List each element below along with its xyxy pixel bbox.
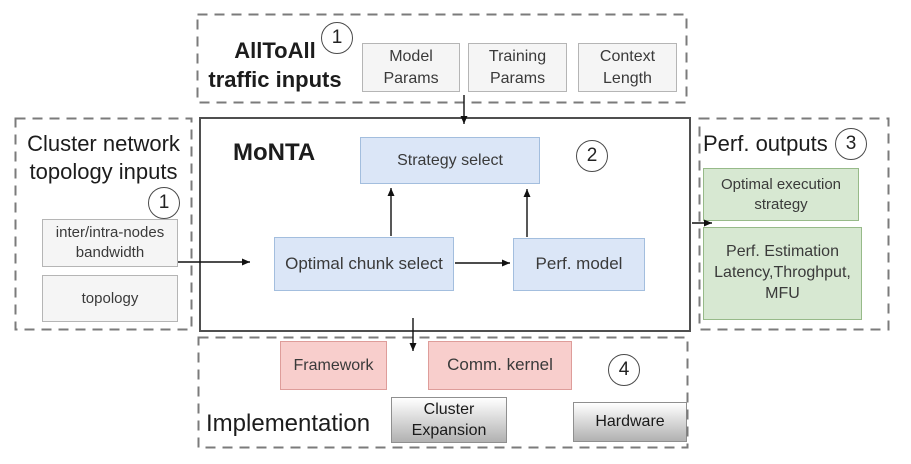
model-params-node: Model Params [362, 43, 460, 92]
traffic-inputs-badge: 1 [321, 22, 353, 54]
monta-badge: 2 [576, 140, 608, 172]
context-length-node: Context Length [578, 43, 677, 92]
optimal-execution-strategy-node: Optimal execution strategy [703, 168, 859, 221]
perf-outputs-title: Perf. outputs [703, 131, 828, 156]
perf-model-node: Perf. model [513, 238, 645, 291]
training-params-node: Training Params [468, 43, 567, 92]
perf-estimation-node: Perf. Estimation Latency,Throghput, MFU [703, 227, 862, 320]
implementation-badge: 4 [608, 354, 640, 386]
monta-title: MoNTA [233, 139, 316, 166]
optimal-chunk-select-node: Optimal chunk select [274, 237, 454, 291]
bandwidth-node: inter/intra-nodes bandwidth [42, 219, 178, 267]
cluster-expansion-node: Cluster Expansion [391, 397, 507, 443]
hardware-node: Hardware [573, 402, 687, 442]
comm-kernel-node: Comm. kernel [428, 341, 572, 390]
perf-outputs-badge: 3 [835, 128, 867, 160]
strategy-select-node: Strategy select [360, 137, 540, 184]
cluster-topology-badge: 1 [148, 187, 180, 219]
cluster-topology-title: Cluster network topology inputs [27, 131, 180, 184]
framework-node: Framework [280, 341, 387, 390]
topology-node: topology [42, 275, 178, 322]
implementation-title: Implementation [206, 410, 371, 437]
